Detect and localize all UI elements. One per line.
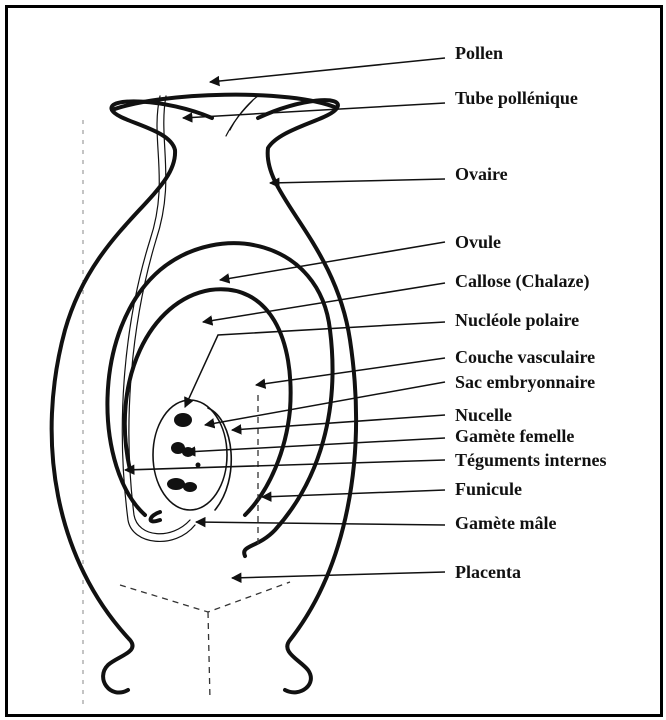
- label-teguments-internes: Téguments internes: [455, 450, 607, 470]
- label-nucleole-polaire: Nucléole polaire: [455, 310, 579, 330]
- label-sac-embryonnaire: Sac embryonnaire: [455, 372, 595, 392]
- label-ovule: Ovule: [455, 232, 501, 252]
- label-funicule: Funicule: [455, 479, 522, 499]
- label-gamete-femelle: Gamète femelle: [455, 426, 574, 446]
- label-nucelle: Nucelle: [455, 405, 512, 425]
- ovary-wall: [52, 95, 356, 693]
- label-gamete-male: Gamète mâle: [455, 513, 556, 533]
- label-placenta: Placenta: [455, 562, 521, 582]
- ovule-inner: [125, 289, 291, 515]
- label-callose: Callose (Chalaze): [455, 271, 589, 292]
- pollen-tube: [122, 96, 258, 541]
- label-tube-pollenique: Tube pollénique: [455, 88, 578, 108]
- label-pollen: Pollen: [455, 43, 503, 63]
- nuclei: [167, 413, 201, 492]
- label-ovaire: Ovaire: [455, 164, 508, 184]
- placenta-lines: [120, 395, 290, 700]
- label-couche-vasculaire: Couche vasculaire: [455, 347, 595, 367]
